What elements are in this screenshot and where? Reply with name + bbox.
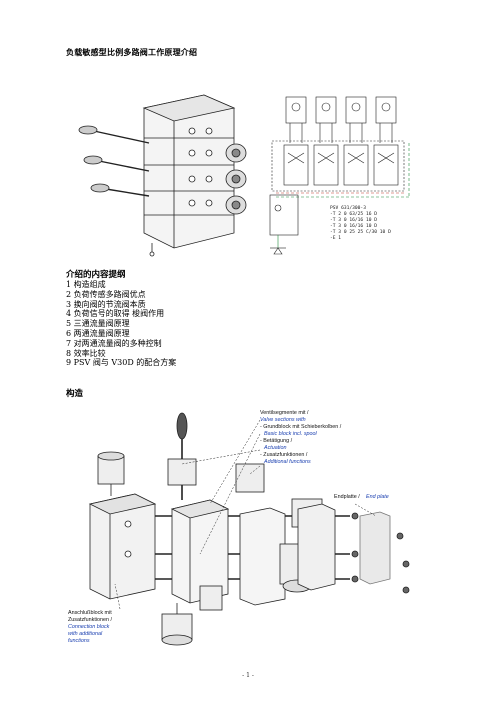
outline-list: 1 构造组成 2 负荷传感多路阀优点 3 换向阀的节流阀本质 4 负荷信号的取得… <box>66 280 176 368</box>
callout-line: - Zusatzfunktionen / <box>260 452 308 458</box>
construction-exploded-figure: Ventilsegmente mit / Valve sections with… <box>68 410 410 646</box>
schematic-table-line: -E 1 <box>330 235 341 241</box>
outline-item: 5 三通流量阀原理 <box>66 319 130 329</box>
valve-block-drawing <box>78 94 247 257</box>
outline-item: 8 效率比较 <box>66 348 106 358</box>
callout-line: - Grundblock mit Schieberkolben / <box>260 424 342 430</box>
end-plate-label-de: Endplatte / <box>334 494 360 500</box>
callout-line: Connection block <box>68 624 110 630</box>
end-plate-label-en: End plate <box>366 494 389 500</box>
callout-line: - Betätigung / <box>260 438 293 444</box>
callout-line: Ventilsegmente mit / <box>260 410 309 416</box>
outline-item: 9 PSV 阀与 V30D 的配合方案 <box>66 358 177 368</box>
valve-assembly-figure: PSV 631/300-3 -T 2 0 63/25 16 D -T 3 0 1… <box>78 94 410 257</box>
outline-item: 3 换向阀的节流阀本质 <box>66 299 146 309</box>
outline-item: 2 负荷传感多路阀优点 <box>66 289 146 299</box>
schematic-part-table: PSV 631/300-3 -T 2 0 63/25 16 D -T 3 0 1… <box>330 205 391 241</box>
outline-item: 4 负荷信号的取得 梭阀作用 <box>66 309 165 319</box>
outline-item: 1 构造组成 <box>66 280 106 289</box>
callout-line: Additional functions <box>263 459 311 465</box>
outline-item: 7 对两通流量阀的多种控制 <box>66 338 162 348</box>
callout-line: with additional <box>68 631 103 637</box>
callout-valve-sections: Ventilsegmente mit / Valve sections with… <box>260 410 342 465</box>
schematic-table-line: -T 3 0 16/16 10 D <box>330 223 377 229</box>
callout-line: Anschlußblock mit <box>68 610 112 616</box>
page-number: - 1 - <box>242 672 254 679</box>
callout-line: Valve sections with <box>260 417 306 423</box>
callout-connection-block: Anschlußblock mit Zusatzfunktionen / Con… <box>68 610 113 644</box>
schematic-table-line: -T 2 0 63/25 16 D <box>330 211 377 217</box>
hydraulic-schematic <box>269 96 410 255</box>
schematic-table-line: -T 3 0 16/16 10 D <box>330 217 377 223</box>
schematic-table-line: PSV 631/300-3 <box>330 205 366 211</box>
outline-item: 6 两通流量阀原理 <box>66 328 130 338</box>
callout-leaders <box>114 419 377 610</box>
document-title: 负载敏感型比例多路阀工作原理介绍 <box>66 47 198 57</box>
callout-line: Actuation <box>263 445 286 451</box>
schematic-table-line: -T 3 0 25 25 C/30 10 D <box>330 229 391 235</box>
outline-heading: 介绍的内容提纲 <box>66 270 126 280</box>
callout-line: Basic block incl. spool <box>264 431 318 437</box>
callout-line: functions <box>68 638 90 644</box>
callout-end-plate: Endplatte / End plate <box>334 494 389 500</box>
callout-line: Zusatzfunktionen / <box>68 617 113 623</box>
section-heading: 构造 <box>66 389 84 399</box>
exploded-valve-drawing <box>88 412 410 646</box>
